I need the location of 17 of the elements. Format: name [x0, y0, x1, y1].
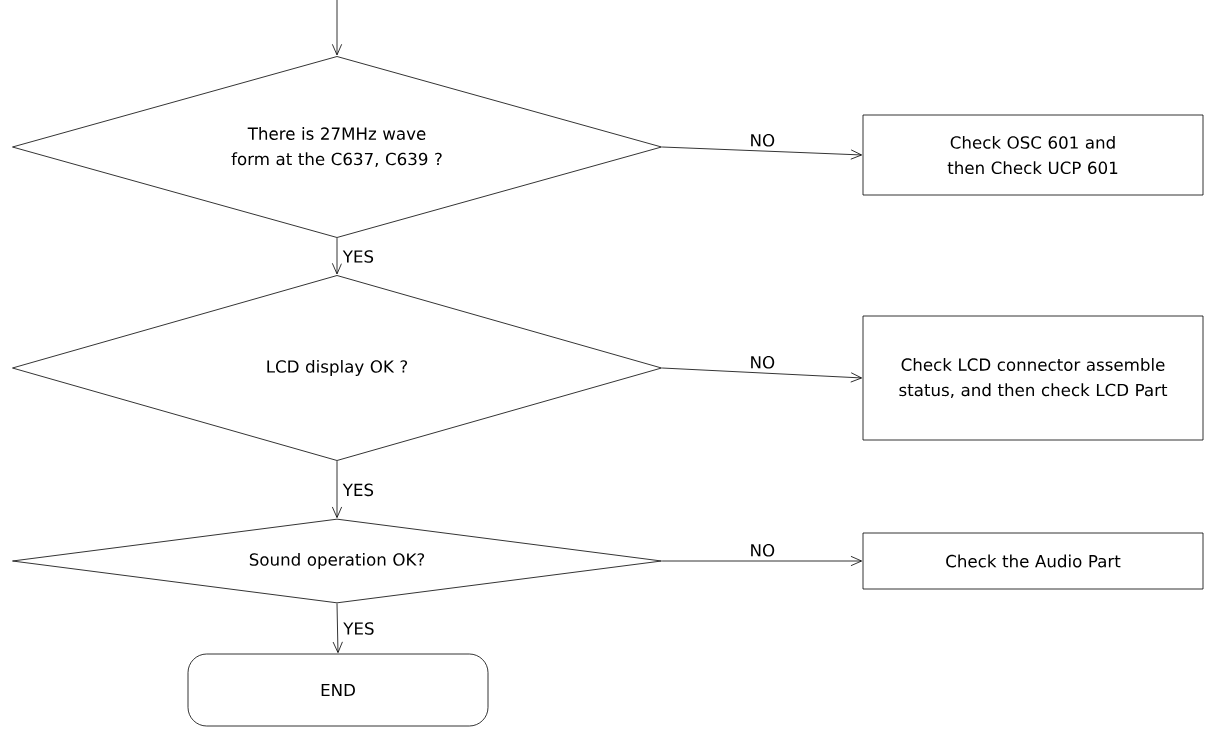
arrow: [332, 603, 343, 653]
terminal-box: END: [187, 653, 489, 727]
arrow: [661, 146, 862, 160]
edge-label: YES: [341, 620, 376, 637]
process-box: Check the Audio Part: [862, 532, 1204, 590]
edge-label: NO: [748, 542, 777, 558]
edge-label: YES: [341, 248, 376, 265]
process-box: Check OSC 601 and then Check UCP 601: [862, 114, 1204, 196]
process-box: Check LCD connector assemble status, and then check LCD Part: [862, 315, 1204, 441]
edge-label: YES: [341, 482, 376, 498]
arrow: [661, 367, 862, 383]
arrow: [331, 237, 343, 275]
arrow: [331, 0, 343, 56]
arrow: [661, 555, 862, 567]
edge-label: NO: [748, 354, 777, 370]
edge-label: NO: [748, 132, 777, 148]
arrow: [331, 460, 343, 518]
